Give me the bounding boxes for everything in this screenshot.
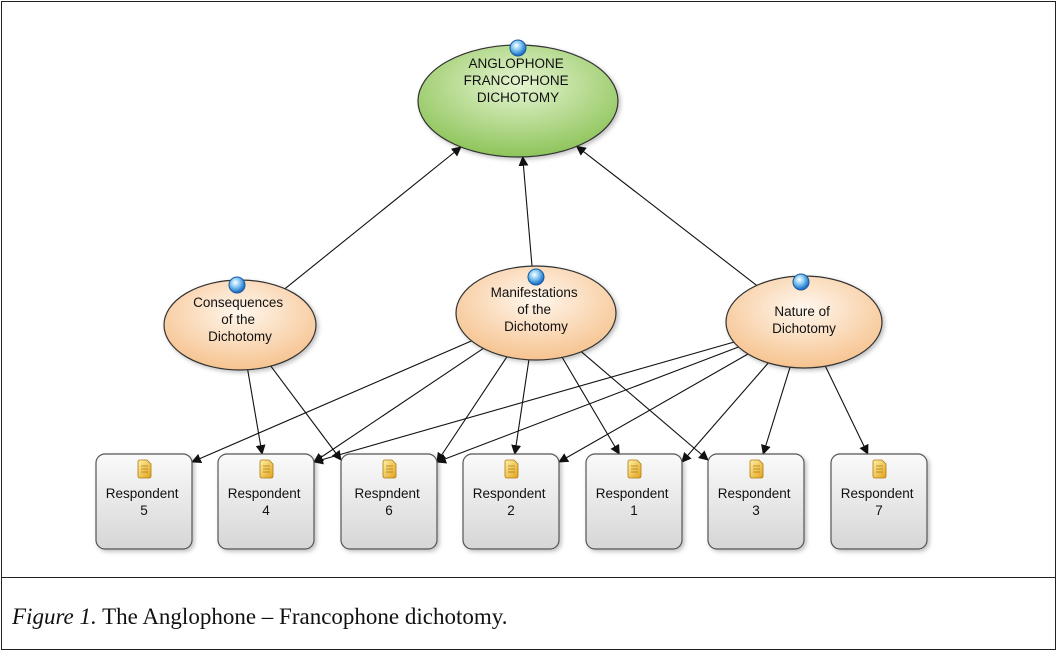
sphere-icon <box>509 39 527 57</box>
sphere-icon <box>792 273 810 291</box>
edge-nature-to-r2 <box>558 353 749 463</box>
figure-caption: Figure 1. The Anglophone – Francophone d… <box>12 604 508 630</box>
dichotomy-diagram: ANGLOPHONE FRANCOPHONE DICHOTOMY Consequ… <box>95 39 928 550</box>
document-icon <box>137 459 152 479</box>
theme-node-consequences[interactable]: Consequences of the Dichotomy <box>163 276 317 371</box>
respondent-label: Respondent <box>841 486 914 501</box>
edge-manifestations-to-r4 <box>313 347 484 463</box>
respondent-node-3[interactable]: Respondent 3 <box>707 453 805 550</box>
root-label-line-2: FRANCOPHONE <box>464 73 569 88</box>
respondent-box <box>217 453 315 550</box>
svg-text:Manifestations of the: Manifestations of the Dichotomy <box>491 285 582 334</box>
respondent-number: 6 <box>385 503 393 518</box>
document-icon <box>259 459 274 479</box>
svg-text:Respondent 5: Respondent 5 <box>106 486 183 518</box>
consequences-label-line-2: of the <box>221 312 255 327</box>
figure-label: Figure 1. <box>12 604 97 629</box>
root-label-line-3: DICHOTOMY <box>477 90 559 105</box>
respondent-box <box>340 453 438 550</box>
manifestations-label-line-2: of the <box>517 302 551 317</box>
respondent-label: Respondent <box>718 486 791 501</box>
respondent-number: 2 <box>507 503 515 518</box>
edge-manifestations-to-r3 <box>580 351 709 461</box>
svg-text:Respondent 3: Respondent 3 <box>718 486 795 518</box>
respondent-node-4[interactable]: Respondent 4 <box>217 453 315 550</box>
root-label-line-1: ANGLOPHONE <box>468 56 563 71</box>
respondent-number: 4 <box>262 503 270 518</box>
edge-manifestations-to-r1 <box>561 357 620 455</box>
document-icon <box>504 459 519 479</box>
edge-manifestations-to-r5 <box>191 340 472 464</box>
edge-nature-to-r1 <box>681 362 769 463</box>
respondent-box <box>707 453 805 550</box>
respondent-number: 3 <box>752 503 760 518</box>
sphere-icon <box>228 276 246 294</box>
caption-text: The Anglophone – Francophone dichotomy. <box>96 604 508 629</box>
respondent-node-2[interactable]: Respondent 2 <box>462 453 560 550</box>
respondent-label: Respondent <box>596 486 669 501</box>
document-icon <box>382 459 397 479</box>
theme-node-manifestations[interactable]: Manifestations of the Dichotomy <box>455 265 617 361</box>
nature-label-line-1: Nature of <box>774 304 830 319</box>
edges-layer <box>191 145 869 465</box>
respondent-node-5[interactable]: Respondent 5 <box>95 453 193 550</box>
svg-text:Respondent 1: Respondent 1 <box>596 486 673 518</box>
edge-nature-to-r3 <box>761 367 791 455</box>
consequences-label-line-3: Dichotomy <box>208 329 272 344</box>
respondent-label: Respndent <box>354 486 420 501</box>
respondent-number: 7 <box>875 503 883 518</box>
respondent-label: Respondent <box>106 486 179 501</box>
respondent-number: 1 <box>630 503 638 518</box>
respondent-box <box>462 453 560 550</box>
document-icon <box>749 459 764 479</box>
respondent-number: 5 <box>140 503 148 518</box>
respondent-box <box>95 453 193 550</box>
svg-text:Respondent 7: Respondent 7 <box>841 486 918 518</box>
respondent-label: Respondent <box>228 486 301 501</box>
svg-text:Respondent 2: Respondent 2 <box>473 486 550 518</box>
respondent-box <box>830 453 928 550</box>
edge-consequences-to-r4 <box>247 369 266 455</box>
consequences-label-line-1: Consequences <box>193 295 283 310</box>
root-node[interactable]: ANGLOPHONE FRANCOPHONE DICHOTOMY <box>417 39 619 158</box>
edge-nature-to-r7 <box>824 365 869 455</box>
respondent-node-7[interactable]: Respondent 7 <box>830 453 928 550</box>
svg-text:Consequences of the: Consequences of the Dichotomy <box>193 295 287 344</box>
document-icon <box>872 459 887 479</box>
respondent-box <box>585 453 683 550</box>
edge-manifestations-to-r6 <box>436 356 508 463</box>
svg-text:Nature of Dichotomy: Nature of Dichotomy <box>772 304 836 336</box>
edge-consequences-to-root <box>284 146 462 290</box>
respondent-node-6[interactable]: Respndent 6 <box>340 453 438 550</box>
caption-divider <box>1 577 1056 578</box>
manifestations-label-line-3: Dichotomy <box>504 319 568 334</box>
svg-text:Respndent 6: Respndent 6 <box>354 486 423 518</box>
nature-label-line-2: Dichotomy <box>772 321 836 336</box>
edge-nature-to-r6 <box>436 346 739 464</box>
document-icon <box>627 459 642 479</box>
theme-node-shape <box>455 265 617 361</box>
manifestations-label-line-1: Manifestations <box>491 285 578 300</box>
respondent-node-1[interactable]: Respondent 1 <box>585 453 683 550</box>
edge-manifestations-to-r2 <box>511 359 530 455</box>
svg-text:Respondent 4: Respondent 4 <box>228 486 305 518</box>
edge-nature-to-r4 <box>313 341 734 465</box>
edge-manifestations-to-root <box>518 155 533 267</box>
sphere-icon <box>527 268 545 286</box>
edge-nature-to-root <box>575 145 758 286</box>
respondent-label: Respondent <box>473 486 546 501</box>
svg-text:ANGLOPHONE FRANCOPHONE: ANGLOPHONE FRANCOPHONE DICHOTOMY <box>464 56 573 105</box>
theme-node-nature[interactable]: Nature of Dichotomy <box>725 273 883 369</box>
